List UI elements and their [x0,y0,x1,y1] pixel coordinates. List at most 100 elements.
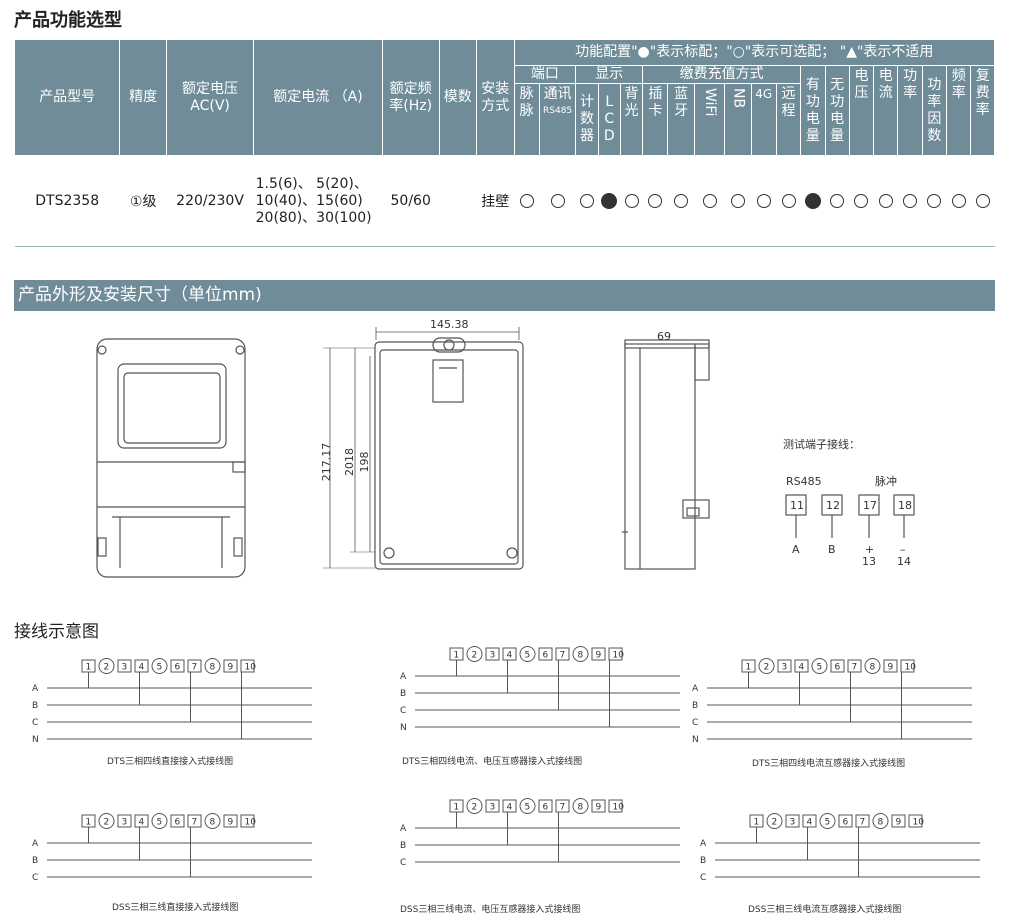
terminal-number: 6 [175,818,181,828]
wiring-caption: DTS三相四线直接接入式接线图 [107,755,233,767]
cell-modules [439,155,477,247]
phase-label: A [32,839,39,849]
terminal-number: 2 [472,803,478,813]
terminal-number: 7 [192,818,198,828]
phase-label: C [32,873,38,883]
cell-current: 1.5(6)、 5(20)、10(40)、15(60)20(80)、30(100… [253,155,383,247]
section-title-function: 产品功能选型 [14,10,122,31]
terminal-num: 18 [898,499,912,512]
meter-front-view [96,338,246,578]
terminal-circle [466,646,483,662]
terminal-box [502,647,517,661]
terminal-circle [519,798,536,814]
terminal-number: 9 [228,663,234,673]
terminal-circle [204,658,221,674]
feature-cell [575,155,599,247]
terminal-circle [98,658,115,674]
optional-circle-icon [730,194,745,208]
dim-depth-label: 69 [657,330,671,343]
phase-label: B [692,701,698,711]
terminal-number: 3 [782,663,788,673]
header-remote: 远程 [775,83,802,156]
terminal-box [538,799,553,813]
terminal-number: 8 [210,663,216,673]
terminal-number: 4 [507,651,513,661]
dim-inner-height-label: 198 [358,452,371,473]
header-multi-rate: 复费率 [970,65,995,156]
terminal-box [591,799,606,813]
phase-label: B [32,701,38,711]
terminal-number: 10 [613,651,625,661]
terminal-circle [819,813,836,829]
header-payment-group: 缴费充值方式 [642,65,802,84]
terminal-box [802,814,817,828]
terminal-circle [766,813,783,829]
header-port-group: 端口 [513,65,577,84]
terminal-box [847,659,862,673]
feature-cell [946,155,971,247]
terminal-number: 10 [613,803,625,813]
terminal-number: 8 [578,803,584,813]
terminal-number: 3 [122,663,128,673]
terminal-under: + [865,543,874,556]
terminal-number: 1 [746,663,752,673]
feature-cell [642,155,668,247]
terminal-circle [758,658,775,674]
terminal-number: 10 [913,818,925,828]
terminal-number: 6 [175,663,181,673]
terminal-num: 12 [826,499,840,512]
pulse-label: 脉冲 [875,474,897,488]
terminal-circle [151,658,168,674]
feature-cell [620,155,643,247]
terminal-number: 5 [825,818,831,828]
header-power-factor: 功率因数 [921,65,948,156]
terminal-number: 6 [843,818,849,828]
terminal-number: 6 [543,651,549,661]
terminal-number: 7 [860,818,866,828]
dimension-drawings: 145.38 217.17 2018 198 69 测试端子接线： RS485 … [96,318,915,578]
terminal-number: 8 [870,663,876,673]
optional-circle-icon [903,194,918,208]
cell-frequency: 50/60 [382,155,440,247]
wiring-caption: DSS三相三线电流、电压互感器接入式接线图 [400,903,580,915]
cell-install: 挂壁 [476,155,515,247]
terminal-number: 10 [245,818,257,828]
terminal-box [170,814,185,828]
optional-circle-icon [878,194,893,208]
terminal-circle [811,658,828,674]
terminal-number: 1 [86,663,92,673]
terminal-number: 4 [139,818,145,828]
wiring-caption: DTS三相四线电流互感器接入式接线图 [752,757,905,769]
optional-circle-icon [781,194,796,208]
terminal-number: 5 [817,663,823,673]
terminal-num: 11 [790,499,804,512]
terminal-box [794,659,809,673]
header-model: 产品型号 [13,39,121,156]
feature-cell [514,155,540,247]
terminal-number: 1 [86,818,92,828]
terminal-number: 10 [905,663,917,673]
terminal-box [591,647,606,661]
optional-circle-icon [624,194,639,208]
header-backlight: 背光 [619,83,644,156]
terminal-number: 6 [543,803,549,813]
terminal-number: 7 [560,651,566,661]
section-title-wiring: 接线示意图 [14,622,99,642]
terminal-number: 4 [139,663,145,673]
terminal-circle [572,646,589,662]
terminal-under2: 14 [897,555,911,568]
feature-cell [800,155,826,247]
terminal-box [240,659,255,673]
dim-mid-height-label: 2018 [343,448,356,476]
optional-circle-icon [830,194,845,208]
terminal-box [608,799,623,813]
meter-back-view [374,337,524,570]
terminal-number: 1 [454,651,460,661]
terminal-box [485,799,500,813]
terminal-box [117,659,132,673]
terminal-box [538,647,553,661]
cell-accuracy: ①级 [119,155,167,247]
phase-label: A [32,684,39,694]
